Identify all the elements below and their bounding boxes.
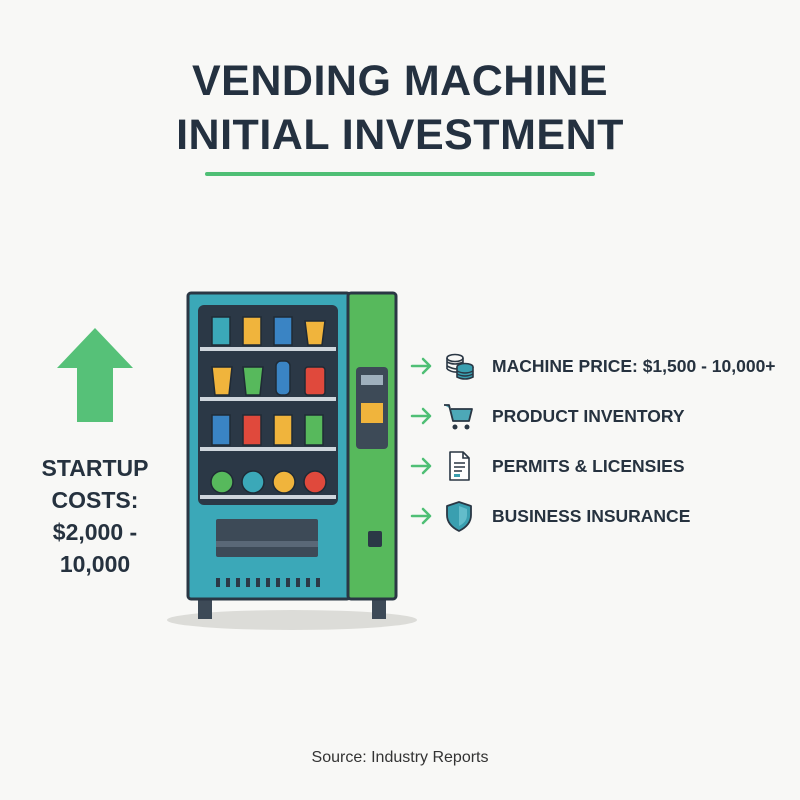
list-item-label: PRODUCT INVENTORY — [492, 405, 685, 426]
startup-costs-line-3: $2,000 - — [52, 519, 138, 545]
shopping-cart-icon — [444, 404, 473, 430]
startup-costs-line-1: STARTUP — [41, 455, 149, 481]
source-caption: Source: Industry Reports — [311, 749, 489, 766]
startup-costs-line-2: COSTS: — [51, 487, 139, 513]
title-underline — [205, 172, 595, 176]
list-item-label: BUSINESS INSURANCE — [492, 505, 691, 526]
document-icon — [449, 451, 470, 481]
list-item-label: PERMITS & LICENSIES — [492, 455, 685, 476]
arrow-right-icon — [410, 507, 432, 525]
list-item-product-inventory: PRODUCT INVENTORY — [410, 396, 800, 436]
up-arrow-icon — [57, 328, 133, 422]
startup-costs-line-4: 10,000 — [59, 551, 131, 577]
arrow-right-icon — [410, 407, 432, 425]
title-line-1: VENDING MACHINE — [191, 57, 609, 105]
arrow-right-icon — [410, 357, 432, 375]
title-line-2: INITIAL INVESTMENT — [176, 111, 624, 159]
vending-machine-illustration — [167, 291, 417, 630]
list-item-label: MACHINE PRICE: $1,500 - 10,000+ — [492, 355, 776, 376]
startup-costs: STARTUP COSTS: $2,000 - 10,000 — [20, 452, 170, 580]
list-item-business-insurance: BUSINESS INSURANCE — [410, 496, 800, 536]
list-item-permits-licenses: PERMITS & LICENSIES — [410, 446, 800, 486]
page-title: VENDING MACHINE INITIAL INVESTMENT — [0, 54, 800, 162]
shield-icon — [446, 501, 472, 532]
arrow-right-icon — [410, 457, 432, 475]
coins-icon — [446, 353, 474, 380]
list-item-machine-price: MACHINE PRICE: $1,500 - 10,000+ — [410, 346, 800, 386]
